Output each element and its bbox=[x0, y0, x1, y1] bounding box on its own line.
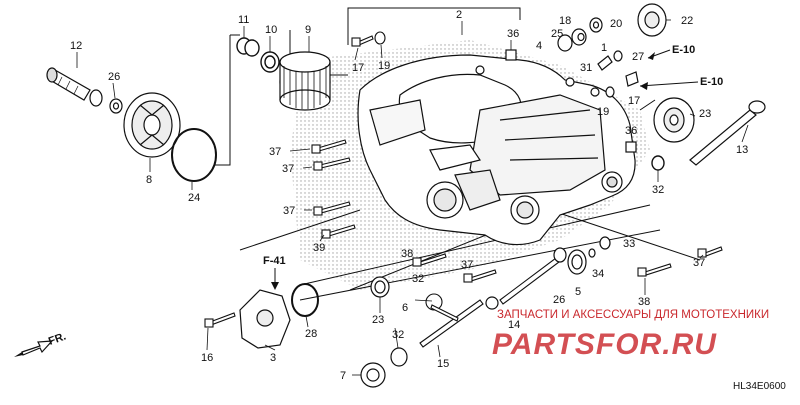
watermark-brand: PARTSFOR.RU bbox=[492, 328, 717, 361]
part-label: 36 bbox=[507, 28, 519, 40]
part-label: 26 bbox=[108, 71, 120, 83]
part-label: 34 bbox=[592, 268, 604, 280]
part-label: 4 bbox=[536, 40, 542, 52]
part-label: 32 bbox=[412, 273, 424, 285]
oil-filter bbox=[279, 51, 331, 111]
part-label: 16 bbox=[201, 352, 213, 364]
reference-labels: E-10 E-10 F-41 bbox=[263, 44, 723, 290]
part-label: 31 bbox=[580, 62, 592, 74]
front-label: FR. bbox=[47, 330, 68, 347]
part-label: 6 bbox=[402, 302, 408, 314]
part-label: 37 bbox=[269, 146, 281, 158]
part-label: 27 bbox=[632, 51, 644, 63]
rear-case-housing bbox=[357, 54, 636, 246]
sensor-parts bbox=[597, 50, 639, 98]
part-label: 36 bbox=[625, 125, 637, 137]
part-label: 26 bbox=[553, 294, 565, 306]
ref-label-e10: E-10 bbox=[672, 44, 695, 56]
ref-label-f41: F-41 bbox=[263, 255, 286, 267]
leader-lines bbox=[76, 19, 749, 376]
bearing-21 bbox=[653, 97, 695, 143]
part-label: 20 bbox=[610, 18, 622, 30]
pump-cover bbox=[239, 283, 319, 349]
part-label: 3 bbox=[270, 352, 276, 364]
part-label: 18 bbox=[559, 15, 571, 27]
seals-upper bbox=[557, 17, 603, 52]
part-label: 37 bbox=[283, 205, 295, 217]
small-rings bbox=[236, 37, 280, 73]
part-label: 17 bbox=[352, 62, 364, 74]
part-number-labels: 11 10 9 12 26 8 24 2 17 19 36 18 25 4 20… bbox=[70, 9, 748, 382]
part-label: 9 bbox=[305, 24, 311, 36]
part-label: 14 bbox=[508, 319, 520, 331]
watermark-tagline: ЗАПЧАСТИ И АКСЕССУАРЫ ДЛЯ МОТОТЕХНИКИ bbox=[497, 309, 769, 321]
part-label: 37 bbox=[461, 259, 473, 271]
washer-34 bbox=[651, 155, 665, 171]
front-arrow: FR. bbox=[14, 330, 68, 357]
part-label: 22 bbox=[681, 15, 693, 27]
part-label: 7 bbox=[340, 370, 346, 382]
part-label: 8 bbox=[146, 174, 152, 186]
part-label: 37 bbox=[282, 163, 294, 175]
part-label: 33 bbox=[623, 238, 635, 250]
part-label: 37 bbox=[693, 257, 705, 269]
drain-bolt bbox=[360, 347, 408, 388]
bearing-22 bbox=[637, 3, 667, 37]
ref-label-e10: E-10 bbox=[700, 76, 723, 88]
shaft-13 bbox=[689, 100, 766, 166]
part-label: 17 bbox=[628, 95, 640, 107]
part-label: 10 bbox=[265, 24, 277, 36]
o-ring-large bbox=[171, 128, 217, 182]
part-label: 28 bbox=[305, 328, 317, 340]
washer-27 bbox=[109, 98, 123, 114]
part-label: 23 bbox=[372, 314, 384, 326]
part-label: 39 bbox=[313, 242, 325, 254]
part-label: 13 bbox=[736, 144, 748, 156]
part-label: 23 bbox=[699, 108, 711, 120]
part-label: 2 bbox=[456, 9, 462, 21]
part-label: 15 bbox=[437, 358, 449, 370]
part-label: 32 bbox=[392, 329, 404, 341]
part-label: 24 bbox=[188, 192, 200, 204]
part-label: 19 bbox=[378, 60, 390, 72]
part-label: 19 bbox=[597, 106, 609, 118]
strainer-pipe bbox=[46, 67, 103, 107]
part-label: 11 bbox=[238, 14, 249, 26]
watermark: ЗАПЧАСТИ И АКСЕССУАРЫ ДЛЯ МОТОТЕХНИКИ PA… bbox=[492, 309, 769, 361]
diagram-code: HL34E0600 bbox=[733, 381, 786, 392]
part-label: 38 bbox=[638, 296, 650, 308]
part-label: 32 bbox=[652, 184, 664, 196]
seals-lower bbox=[370, 236, 611, 310]
bolts bbox=[204, 31, 723, 348]
part-label: 38 bbox=[401, 248, 413, 260]
part-label: 25 bbox=[551, 28, 563, 40]
part-label: 12 bbox=[70, 40, 82, 52]
filter-cover bbox=[123, 92, 181, 158]
collars bbox=[505, 49, 637, 153]
part-label: 5 bbox=[575, 286, 581, 298]
part-label: 1 bbox=[601, 42, 607, 54]
